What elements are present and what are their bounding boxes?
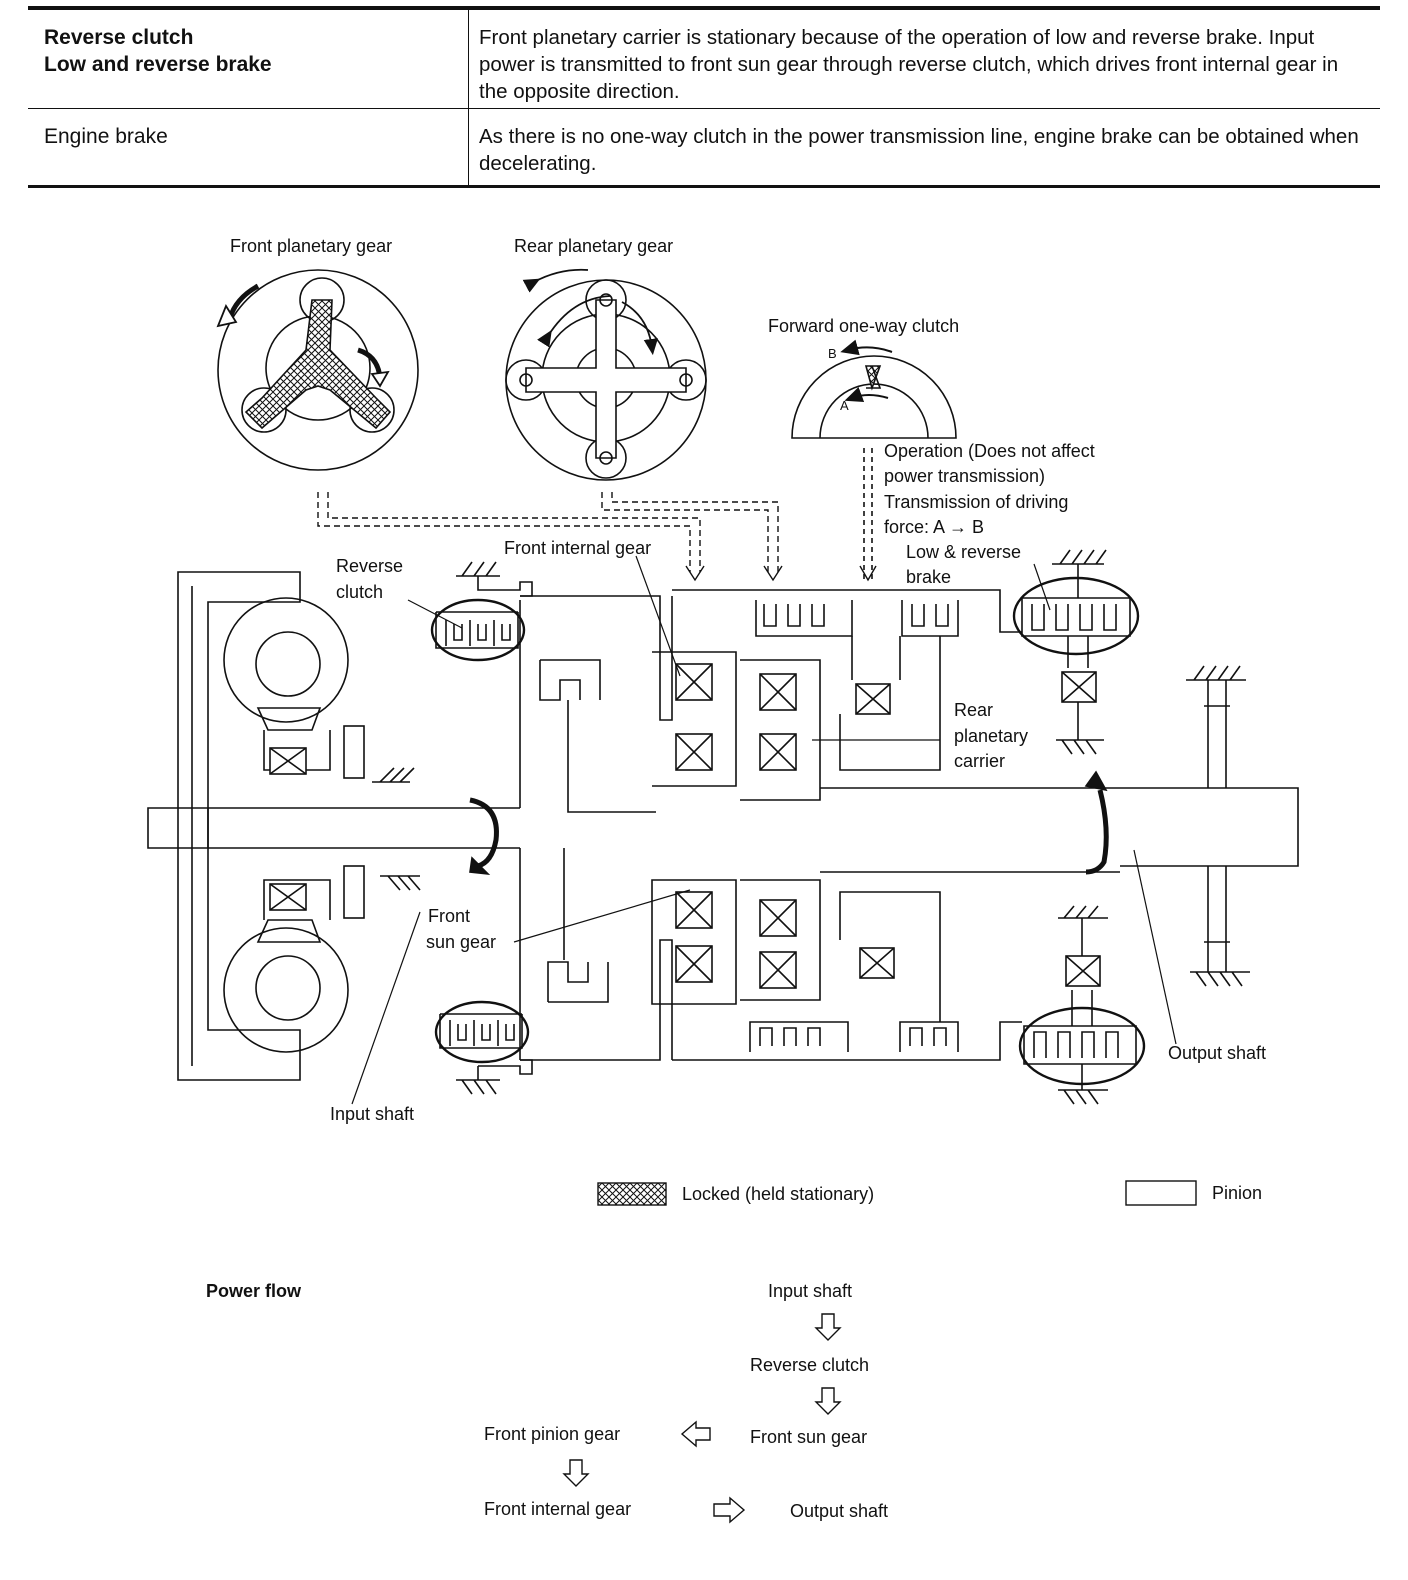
- legend: Locked (held stationary) Pinion: [597, 1180, 1262, 1206]
- letter-a-label: A: [840, 398, 849, 413]
- power-flow-reverse-clutch: Reverse clutch: [750, 1355, 869, 1375]
- locked-swatch-icon: [597, 1182, 667, 1206]
- output-shaft-label: Output shaft: [1168, 1043, 1266, 1063]
- dashed-connectors: [317, 492, 779, 572]
- dashed-arrowheads: [685, 565, 877, 582]
- rear-planetary-carrier-label-line2: planetary: [954, 726, 1028, 746]
- table-cell-description: Front planetary carrier is stationary be…: [479, 26, 1339, 103]
- low-reverse-brake-label-line1: Low & reverse: [906, 542, 1021, 562]
- table-row: Reverse clutch Low and reverse brake Fro…: [28, 10, 1380, 108]
- front-sun-gear-label-line2: sun gear: [426, 932, 496, 952]
- table-cell-description: As there is no one-way clutch in the pow…: [479, 125, 1359, 175]
- forward-one-way-clutch-label: Forward one-way clutch: [768, 316, 959, 336]
- element-low-reverse-brake: Low and reverse brake: [44, 53, 272, 76]
- arrow-down-icon: [562, 1459, 590, 1487]
- power-flow-title: Power flow: [206, 1281, 302, 1301]
- operation-note-line1: Operation (Does not affect: [884, 441, 1095, 461]
- power-flow-front-pinion-gear: Front pinion gear: [484, 1424, 620, 1444]
- power-flow: Power flow Input shaft Reverse clutch Fr…: [206, 1281, 888, 1524]
- operation-note-line4: force: A → B: [884, 517, 984, 537]
- arrow-down-icon: [814, 1387, 842, 1415]
- power-flow-front-sun-gear: Front sun gear: [750, 1427, 867, 1447]
- element-engine-brake: Engine brake: [28, 109, 469, 185]
- power-flow-front-internal-gear: Front internal gear: [484, 1499, 631, 1519]
- front-planetary-gear-figure: [216, 269, 419, 471]
- arrow-right-icon: [713, 1496, 746, 1524]
- rear-planetary-gear-figure: [505, 268, 707, 481]
- operation-note-line2: power transmission): [884, 466, 1045, 486]
- arrow-down-icon: [814, 1313, 842, 1341]
- pinion-swatch-icon: [1125, 1180, 1197, 1206]
- operation-table: Reverse clutch Low and reverse brake Fro…: [28, 6, 1380, 188]
- table-row: Engine brake As there is no one-way clut…: [28, 108, 1380, 185]
- front-planetary-gear-label: Front planetary gear: [230, 236, 392, 256]
- arrow-left-icon: [680, 1420, 711, 1448]
- front-sun-gear-label-line1: Front: [428, 906, 470, 926]
- rear-planetary-carrier-label-line3: carrier: [954, 751, 1005, 771]
- low-reverse-brake-label-line2: brake: [906, 567, 951, 587]
- transmission-schematic: [147, 549, 1299, 1105]
- legend-locked-label: Locked (held stationary): [682, 1184, 874, 1204]
- rear-planetary-carrier-label-line1: Rear: [954, 700, 993, 720]
- input-shaft-label: Input shaft: [330, 1104, 414, 1124]
- power-flow-output-shaft: Output shaft: [790, 1501, 888, 1521]
- reverse-clutch-label-line1: Reverse: [336, 556, 403, 576]
- legend-pinion-label: Pinion: [1212, 1183, 1262, 1203]
- element-reverse-clutch: Reverse clutch: [44, 26, 194, 49]
- power-flow-input-shaft: Input shaft: [768, 1281, 852, 1301]
- reverse-clutch-label-line2: clutch: [336, 582, 383, 602]
- letter-b-label: B: [828, 346, 837, 361]
- rear-planetary-gear-label: Rear planetary gear: [514, 236, 673, 256]
- forward-one-way-clutch-figure: [791, 339, 957, 580]
- operation-note-line3: Transmission of driving: [884, 492, 1068, 512]
- leader-lines: [351, 555, 1177, 1105]
- table-cell-elements: Reverse clutch Low and reverse brake: [28, 10, 469, 108]
- front-internal-gear-label: Front internal gear: [504, 538, 651, 558]
